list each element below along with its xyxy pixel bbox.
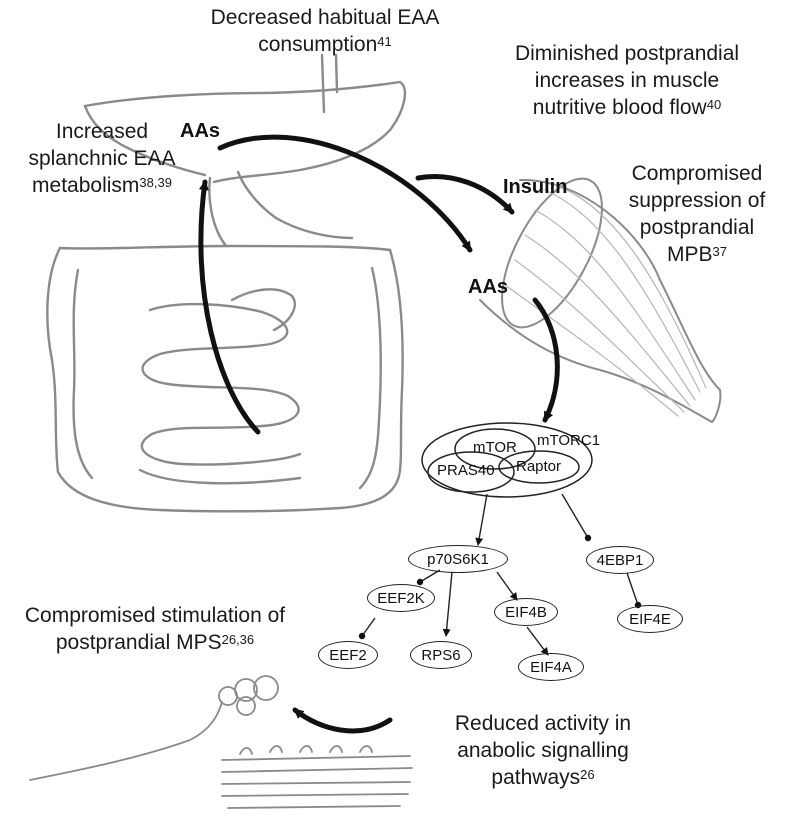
node-raptor: Raptor bbox=[516, 458, 562, 475]
label-splanchnic-line3: metabolism bbox=[32, 174, 140, 197]
signalling-connectors bbox=[358, 493, 642, 656]
label-mps: Compromised stimulation of postprandial … bbox=[10, 602, 300, 656]
label-splanchnic-line1: Increased bbox=[55, 120, 149, 143]
muscle-sketch bbox=[479, 177, 722, 423]
label-mps-line2: postprandial MPS bbox=[55, 631, 222, 654]
label-mps-line1: Compromised stimulation of bbox=[24, 604, 286, 627]
edge-eif4b-eif4a bbox=[526, 626, 549, 656]
edge-mtorc1-p70s6k1 bbox=[475, 493, 488, 546]
label-aas-muscle: AAs bbox=[468, 276, 509, 298]
label-signalling: Reduced activity in anabolic signalling … bbox=[428, 710, 658, 791]
node-eif4b: EIF4B bbox=[494, 598, 558, 626]
node-eif4a: EIF4A bbox=[518, 653, 584, 681]
label-mpb-line2: suppression of bbox=[628, 189, 766, 212]
label-aas-gut: AAs bbox=[180, 120, 221, 142]
node-4ebp1: 4EBP1 bbox=[586, 546, 654, 574]
label-signalling-line3: pathways bbox=[491, 766, 581, 789]
node-eif4e: EIF4E bbox=[617, 605, 683, 633]
label-mpb-line1: Compromised bbox=[631, 162, 763, 185]
label-mpb: Compromised suppression of postprandial … bbox=[612, 160, 782, 268]
label-blood-flow-line3: nutritive blood flow bbox=[532, 96, 707, 119]
label-eaa-consumption: Decreased habitual EAA consumption41 bbox=[196, 4, 454, 58]
label-splanchnic-line2: splanchnic EAA bbox=[28, 147, 176, 170]
node-rps6: RPS6 bbox=[410, 641, 472, 669]
reference-superscript: 26 bbox=[580, 767, 595, 782]
label-signalling-line2: anabolic signalling bbox=[457, 739, 629, 762]
reference-superscript: 37 bbox=[712, 244, 727, 259]
node-mtorc1: mTORC1 bbox=[537, 432, 601, 449]
edge-p70s6k1-eef2k bbox=[416, 569, 441, 586]
flow-arrows bbox=[198, 134, 560, 734]
node-pras40: PRAS40 bbox=[437, 462, 495, 479]
edge-4ebp1-eif4e bbox=[626, 572, 642, 609]
node-p70s6k1: p70S6K1 bbox=[408, 545, 508, 573]
label-mpb-line4: MPB bbox=[667, 243, 713, 266]
mtorc1-complex-shape bbox=[421, 422, 593, 498]
protein-synthesis-sketch bbox=[29, 675, 413, 809]
arrow-liver-to-muscle bbox=[217, 134, 473, 253]
label-blood-flow-line1: Diminished postprandial bbox=[514, 42, 740, 65]
node-eef2: EEF2 bbox=[318, 641, 378, 669]
label-blood-flow: Diminished postprandial increases in mus… bbox=[488, 40, 766, 121]
arrow-to-insulin bbox=[415, 174, 515, 215]
arrow-muscle-to-mtor bbox=[532, 297, 560, 423]
label-eaa-consumption-line2: consumption bbox=[258, 33, 378, 56]
arrow-gut-to-liver bbox=[198, 179, 261, 435]
label-mpb-line3: postprandial bbox=[639, 216, 755, 239]
edge-eef2k-eef2 bbox=[358, 617, 376, 640]
label-insulin: Insulin bbox=[503, 176, 568, 198]
reference-superscript: 26,36 bbox=[221, 632, 255, 647]
label-splanchnic: Increased splanchnic EAA metabolism38,39 bbox=[22, 118, 182, 199]
edge-p70s6k1-rps6 bbox=[442, 571, 453, 637]
reference-superscript: 38,39 bbox=[139, 175, 172, 190]
edge-p70s6k1-eif4b bbox=[496, 571, 518, 601]
label-eaa-consumption-line1: Decreased habitual EAA bbox=[210, 6, 440, 29]
reference-superscript: 41 bbox=[377, 34, 392, 49]
node-mtor: mTOR bbox=[473, 439, 517, 456]
label-blood-flow-line2: increases in muscle bbox=[534, 69, 720, 92]
digestive-tract-sketch bbox=[46, 53, 407, 513]
arrow-signalling-to-mps bbox=[292, 707, 393, 734]
reference-superscript: 40 bbox=[706, 97, 722, 112]
label-signalling-line1: Reduced activity in bbox=[454, 712, 632, 735]
edge-mtorc1-4ebp1 bbox=[561, 493, 592, 542]
node-eef2k: EEF2K bbox=[367, 584, 435, 612]
